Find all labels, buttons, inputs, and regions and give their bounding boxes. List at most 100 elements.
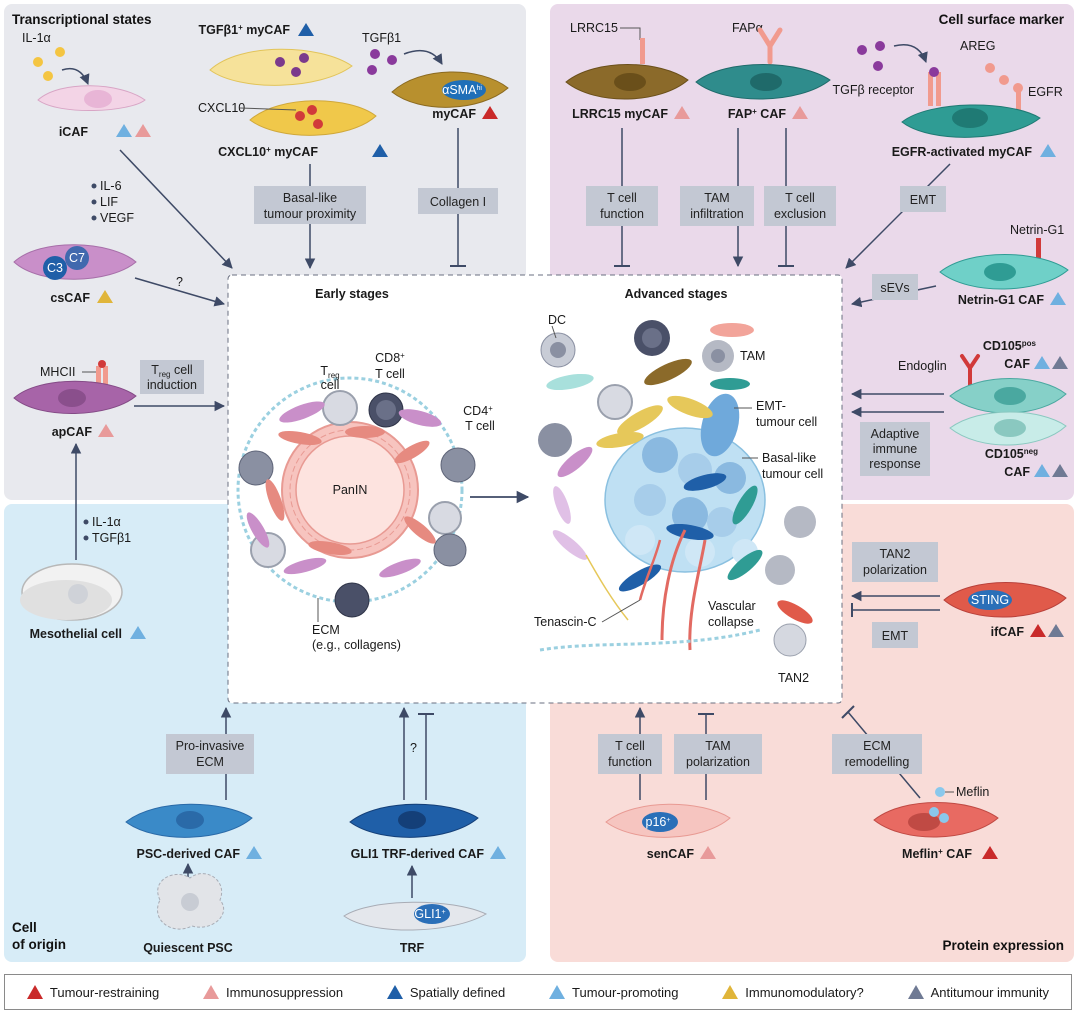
emt-tumour-label2: tumour cell	[756, 415, 817, 429]
legend-triangle-icon	[722, 985, 739, 999]
cscaf-c7: C7	[69, 251, 85, 265]
tan2-polarization-line1: TAN2	[879, 547, 910, 561]
tumour-mass	[604, 393, 766, 573]
vascular-label: Vascular	[708, 599, 756, 613]
apcaf-tri-immuno	[98, 424, 114, 437]
cd105pos-name: CD105pos	[983, 339, 1037, 353]
cscaf-c3: C3	[47, 261, 63, 275]
fap-name: FAP+ CAF	[728, 107, 787, 121]
box-sevs	[872, 274, 918, 300]
box-tcell-function-bottom	[598, 734, 662, 774]
title-cell-of-origin-line1: Cell	[12, 920, 37, 935]
box-basal-like	[254, 186, 366, 224]
trf-marker-sup: +	[442, 909, 446, 916]
egfr-tri-promoting	[1040, 144, 1056, 157]
cd105neg-tri-antitumour	[1052, 464, 1068, 477]
endoglin-receptor-icon	[960, 354, 980, 388]
bullet-meso-tgfb1	[83, 535, 89, 541]
mycaf-marker-sup: hi	[476, 85, 482, 92]
tam-polarization-line1: TAM	[705, 739, 730, 753]
gli1-cell	[349, 803, 479, 838]
panin-label: PanIN	[333, 483, 368, 497]
sencaf-marker-sup: +	[666, 817, 670, 824]
cxcl10-mycaf-name-sup: +	[266, 145, 271, 154]
mycaf-name: myCAF	[432, 107, 476, 121]
areg-dot-1	[985, 63, 995, 73]
egfr-cell	[901, 104, 1041, 138]
pro-invasive-line1: Pro-invasive	[176, 739, 245, 753]
legend-label: Antitumour immunity	[930, 984, 1050, 1000]
cd105neg-tri-promoting	[1034, 464, 1050, 477]
netrin-cell	[939, 254, 1069, 290]
netrin-receptor-icon	[1036, 238, 1041, 270]
sencaf-marker: p16+	[646, 815, 671, 829]
sencaf-tri-immuno	[700, 846, 716, 859]
egfr-stimulus-arrow	[893, 44, 928, 63]
emt-tumour-label: EMT-	[756, 399, 786, 413]
legend: Tumour-restraining Immunosuppression Spa…	[4, 974, 1072, 1010]
mycaf-stimulus-arrow	[403, 49, 443, 65]
fap-name-a: FAP	[728, 107, 752, 121]
lrrc15-tri-immuno	[674, 106, 690, 119]
legend-triangle-icon	[26, 985, 43, 999]
cscaf-question: ?	[176, 275, 183, 289]
gli1-question: ?	[410, 741, 417, 755]
vascular-label2: collapse	[708, 615, 754, 629]
box-ecm-remodelling	[832, 734, 922, 774]
mycaf-tri-restraining	[482, 106, 498, 119]
egfr-emt-arrow	[845, 163, 951, 269]
mycaf-cell	[391, 71, 509, 108]
box-emt-bottom	[872, 622, 918, 648]
tcell-function-top-line1: T cell	[607, 191, 637, 205]
lrrc15-marker-label: LRRC15	[570, 21, 618, 35]
cd105neg-name-sup: neg	[1024, 447, 1038, 456]
meflin-name-a: Meflin	[902, 847, 938, 861]
ligand-dots-tgfb1	[367, 49, 397, 75]
tam-polarization-line2: polarization	[686, 755, 750, 769]
quiescent-psc-cell	[157, 873, 225, 930]
early-stages-title: Early stages	[315, 287, 389, 301]
cd105pos-cell	[949, 378, 1067, 414]
treg-induction-sub: reg	[159, 370, 171, 379]
cscaf-tri-immunomod	[97, 290, 113, 303]
cd4-label-sup: +	[488, 404, 493, 413]
legend-item-antitumour-immunity: Antitumour immunity	[907, 984, 1050, 1000]
legend-label: Immunomodulatory?	[745, 984, 864, 1000]
cscaf-cell	[13, 244, 137, 280]
ligand-dots-il1a	[33, 47, 65, 81]
fap-cell	[695, 64, 831, 100]
cd105pos-tri-antitumour	[1052, 356, 1068, 369]
apcaf-cell	[13, 380, 137, 414]
sencaf-name: senCAF	[647, 847, 695, 861]
box-tan2-polarization	[852, 542, 938, 582]
box-tam-polarization	[674, 734, 762, 774]
adaptive-line1: Adaptive	[871, 427, 920, 441]
early-cafs	[246, 401, 442, 578]
legend-triangle-icon	[386, 985, 403, 999]
treg-induction-t: T	[151, 363, 159, 377]
cd105neg-name-a: CD105	[985, 447, 1024, 461]
apcaf-name: apCAF	[52, 425, 93, 439]
basal-like-line1: Basal-like	[283, 191, 337, 205]
treg-label-sub: reg	[328, 371, 340, 380]
tgfb1-mycaf-name-a: TGFβ1	[199, 23, 239, 37]
legend-item-tumour-promoting: Tumour-promoting	[549, 985, 679, 1000]
cxcl10-mycaf-name-rest: myCAF	[271, 145, 319, 159]
gli1-name: GLI1 TRF-derived CAF	[351, 847, 485, 861]
cxcl10-mycaf-name: CXCL10+ myCAF	[218, 145, 318, 159]
tam-infiltration-line1: TAM	[704, 191, 729, 205]
advanced-stages-title: Advanced stages	[625, 287, 728, 301]
psc-derived-tri-promoting	[246, 846, 262, 859]
treg-label: Treg	[320, 364, 339, 380]
netrin-tri-promoting	[1050, 292, 1066, 305]
cd105pos-marker-label: Endoglin	[898, 359, 947, 373]
meflin-ligand-icon	[935, 787, 945, 797]
emt-top-label: EMT	[910, 193, 937, 207]
cd105neg-cell	[949, 411, 1067, 446]
box-tcell-function-top	[586, 186, 658, 226]
tcell-exclusion-line1: T cell	[785, 191, 815, 205]
tenascin-leader	[601, 599, 641, 623]
cd8-label-sup: +	[400, 351, 405, 360]
fap-tri-immuno	[792, 106, 808, 119]
box-tcell-exclusion	[764, 186, 836, 226]
